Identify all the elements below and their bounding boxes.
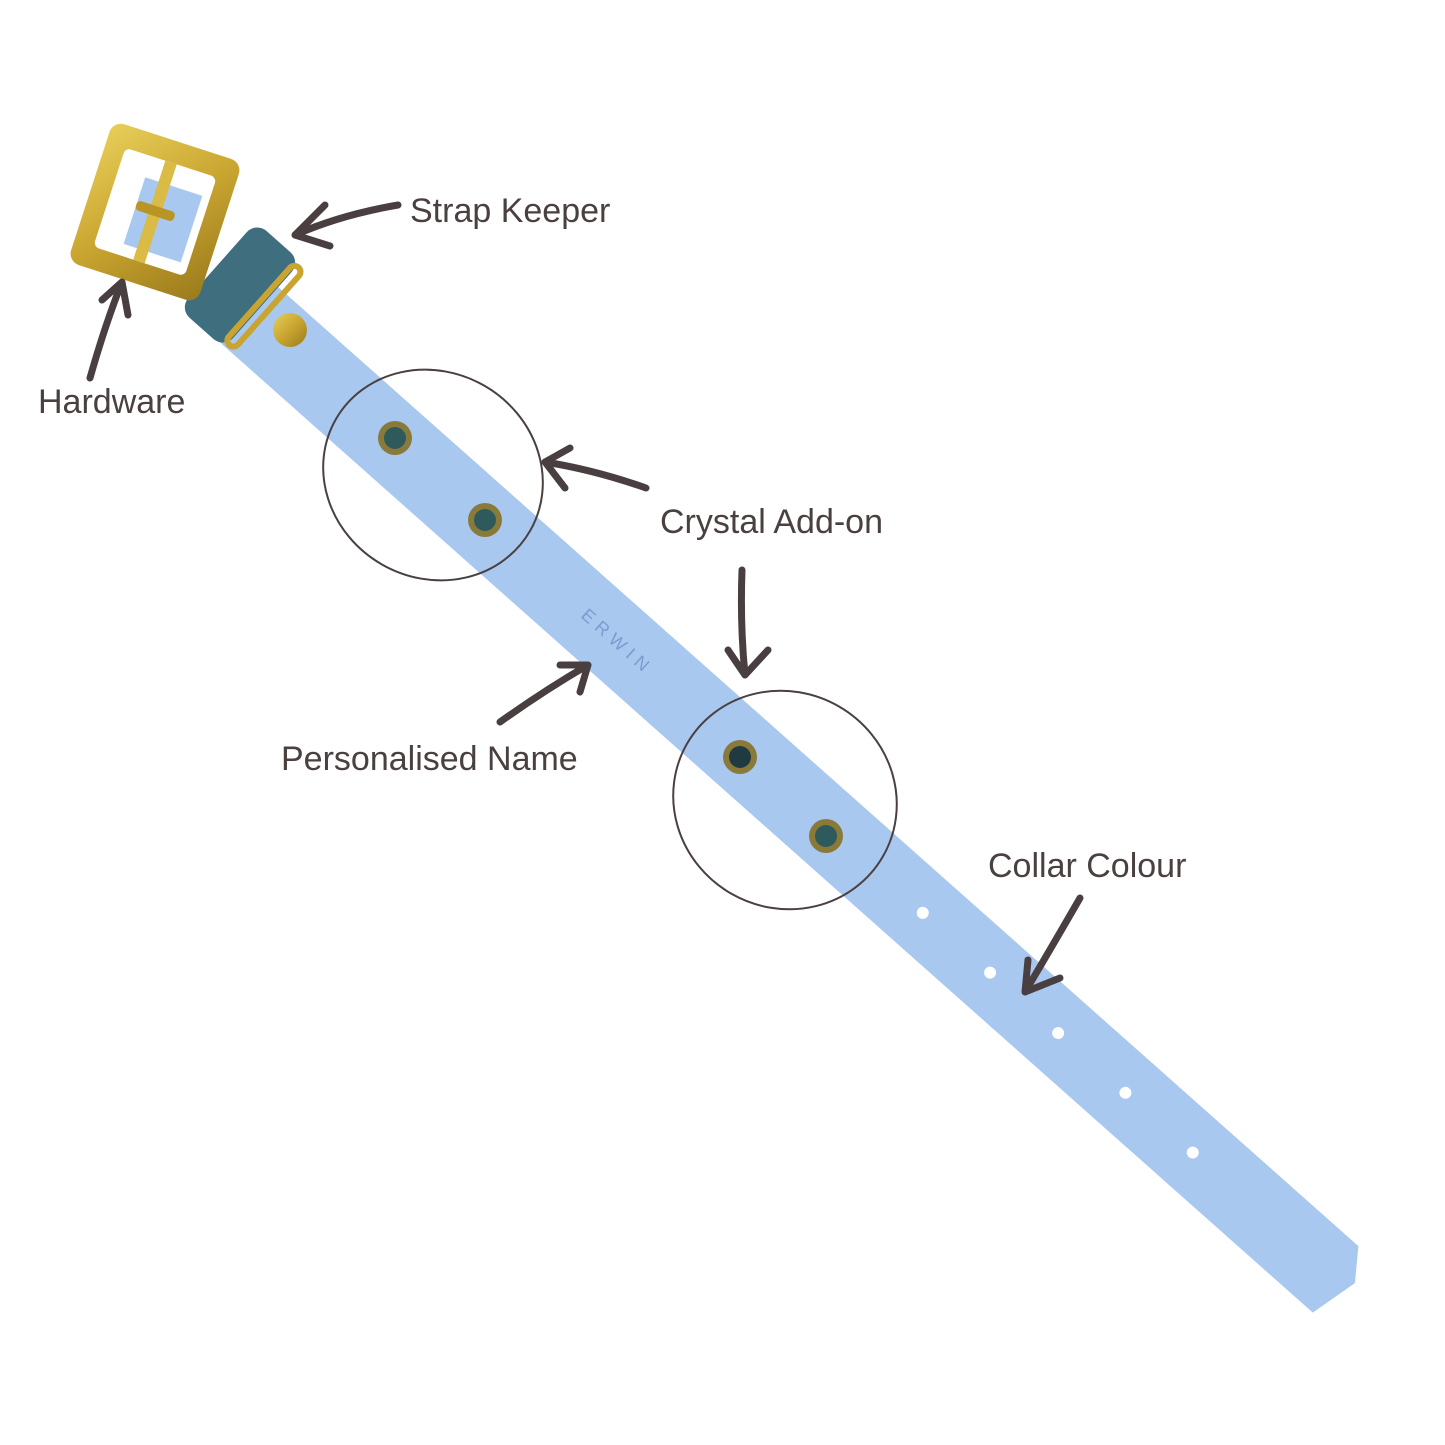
label-collar-colour: Collar Colour [988, 847, 1186, 885]
crystal-highlight-ring [672, 689, 898, 911]
crystals [378, 421, 843, 853]
label-strap-keeper: Strap Keeper [410, 192, 610, 230]
label-hardware: Hardware [38, 383, 185, 421]
arrow-icon [541, 444, 650, 492]
crystal [809, 819, 843, 853]
hole [1119, 1086, 1132, 1099]
label-crystal-addon: Crystal Add-on [660, 503, 883, 541]
collar-strap: ERWIN [213, 276, 1359, 1313]
arrow-icon [86, 278, 132, 382]
crystal [723, 740, 757, 774]
crystal [378, 421, 412, 455]
arrow-icon [291, 201, 402, 250]
arrow-icon [724, 566, 772, 679]
hole [984, 966, 997, 979]
label-personalised-name: Personalised Name [281, 740, 578, 778]
strap-holes [916, 906, 1199, 1159]
annotation-arrows [86, 201, 1084, 996]
hole [916, 906, 929, 919]
arrow-icon [496, 661, 592, 726]
crystal-highlight-ring [322, 368, 544, 582]
arrow-icon [1021, 894, 1084, 996]
rivet [273, 313, 307, 347]
strap-keeper [184, 227, 304, 350]
crystal [468, 503, 502, 537]
hole [1186, 1146, 1199, 1159]
buckle [70, 123, 240, 301]
hole [1052, 1027, 1065, 1040]
